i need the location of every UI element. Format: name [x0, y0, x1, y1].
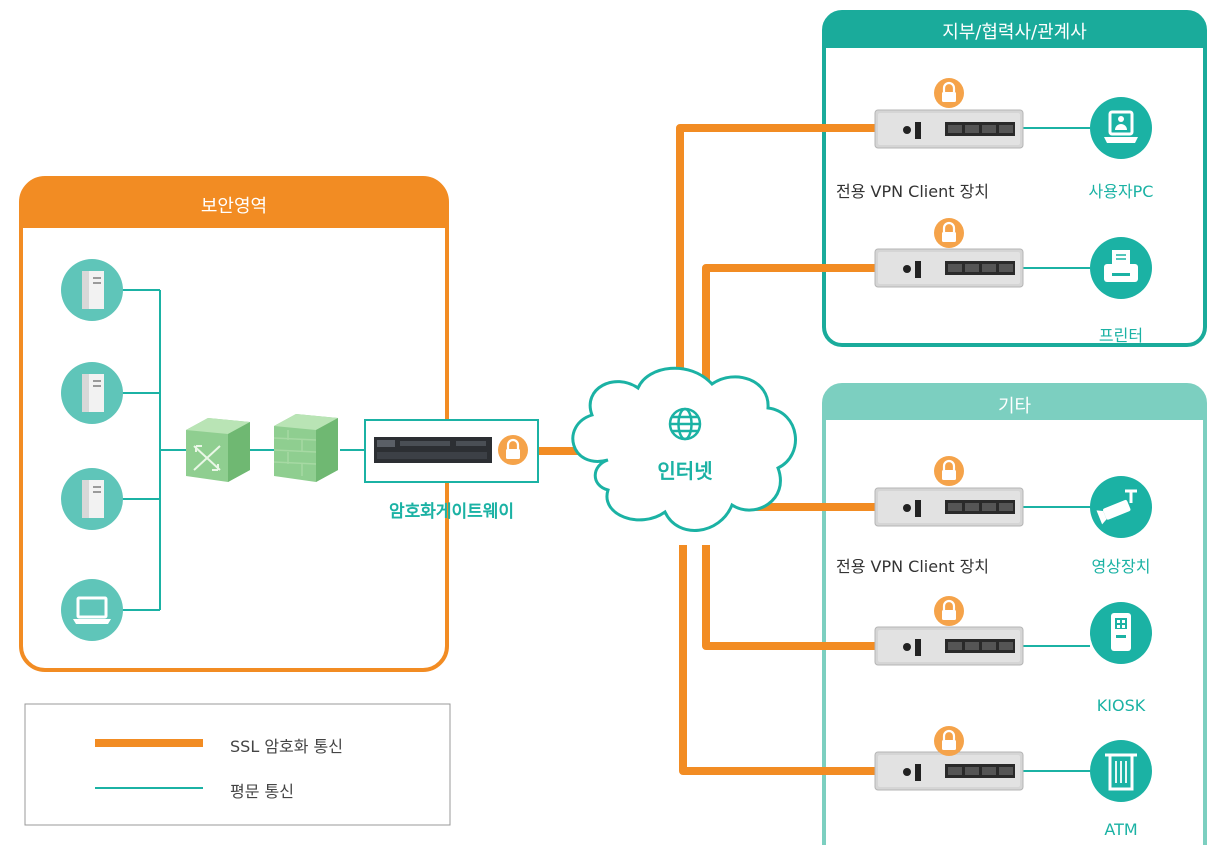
vpn-client-device — [874, 248, 1024, 288]
server-icon — [61, 259, 123, 321]
endpoint-label-video: 영상장치 — [1091, 557, 1151, 576]
branch-zone-title: 지부/협력사/관계사 — [942, 22, 1087, 43]
user-pc-icon — [1090, 97, 1152, 159]
branch-zone-frame — [822, 10, 1207, 347]
gateway-label: 암호화게이트웨이 — [388, 502, 515, 522]
vpn-client-device — [874, 487, 1024, 527]
lock-icon — [932, 454, 966, 488]
vpn-device-caption: 전용 VPN Client 장치 — [836, 557, 990, 576]
vpn-client-device — [874, 626, 1024, 666]
kiosk-icon — [1090, 602, 1152, 664]
legend-box — [24, 703, 451, 826]
vpn-client-device — [874, 751, 1024, 791]
ssl-links — [538, 124, 875, 775]
server-icon — [61, 468, 123, 530]
lock-icon — [496, 433, 530, 467]
endpoint-label-printer: 프린터 — [1098, 326, 1144, 345]
laptop-icon — [61, 579, 123, 641]
atm-icon — [1090, 740, 1152, 802]
cctv-camera-icon — [1090, 476, 1152, 538]
lock-icon — [932, 216, 966, 250]
other-zone-frame — [822, 383, 1207, 845]
vpn-device-caption: 전용 VPN Client 장치 — [836, 182, 990, 201]
lock-icon — [932, 76, 966, 110]
endpoint-label-kiosk: KIOSK — [1096, 696, 1146, 715]
internet-label: 인터넷 — [657, 459, 713, 483]
lock-icon — [932, 594, 966, 628]
firewall-cube-icon — [273, 414, 338, 482]
legend-plain-label: 평문 통신 — [230, 782, 294, 801]
printer-icon — [1090, 237, 1152, 299]
lock-icon — [932, 724, 966, 758]
server-icon — [61, 362, 123, 424]
endpoint-label-user-pc: 사용자PC — [1088, 182, 1154, 201]
globe-icon — [668, 407, 702, 441]
switch-cube-icon — [186, 418, 250, 482]
legend-ssl-label: SSL 암호화 통신 — [230, 737, 343, 756]
internet-cloud — [571, 366, 797, 532]
other-zone-title: 기타 — [997, 396, 1032, 417]
endpoint-label-atm: ATM — [1104, 820, 1138, 839]
gateway-device — [364, 419, 539, 483]
plain-links — [115, 127, 1090, 772]
vpn-client-device — [874, 109, 1024, 149]
secure-zone-title: 보안영역 — [200, 196, 268, 217]
